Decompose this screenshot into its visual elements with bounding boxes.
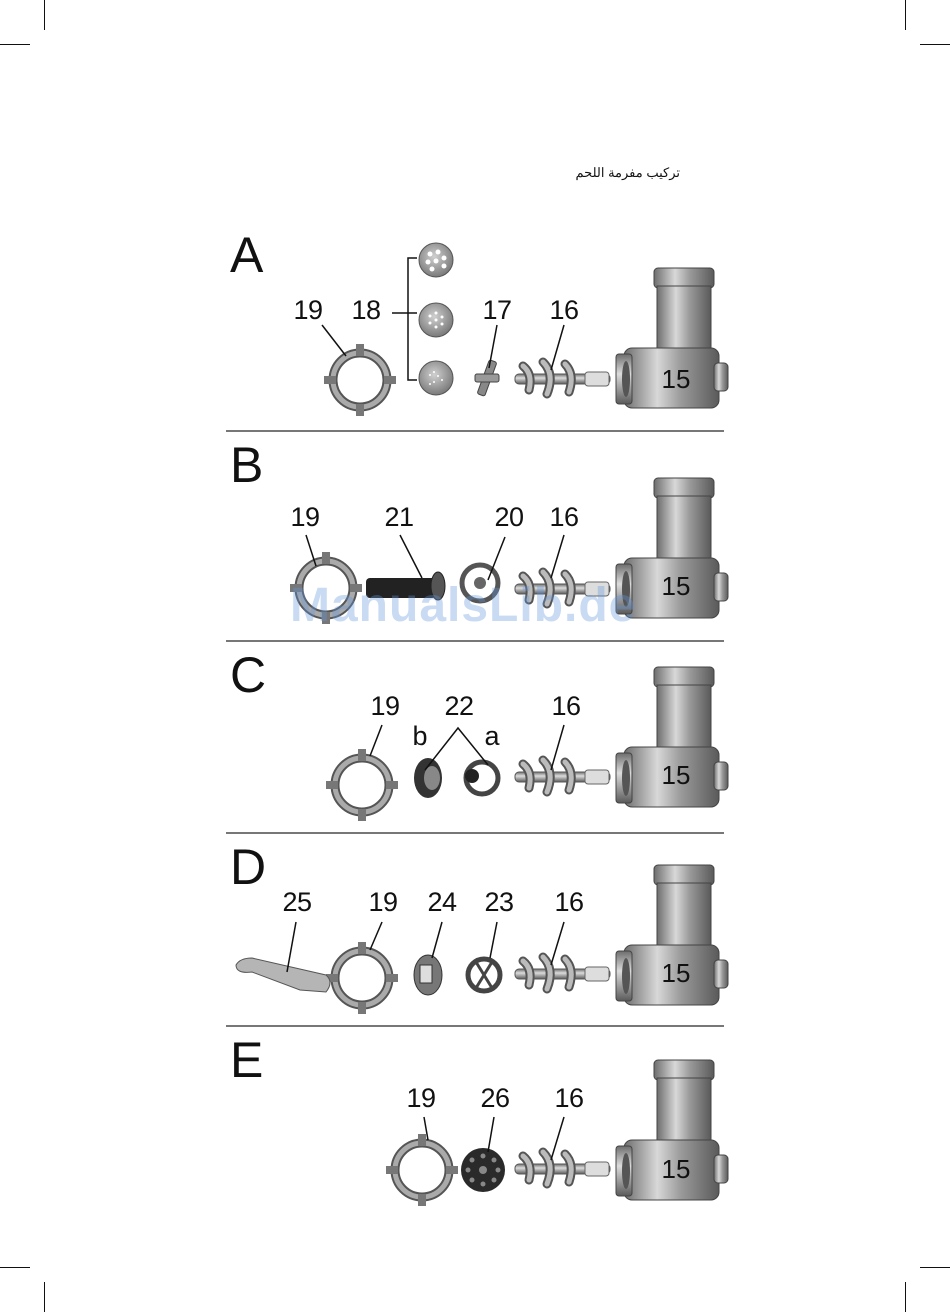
section-e-illustration [386, 1060, 728, 1206]
part-label: 25 [282, 889, 311, 916]
part-label: 18 [351, 297, 380, 324]
section-letter: B [230, 440, 263, 490]
part-label: 19 [290, 504, 319, 531]
part-label: b [412, 723, 427, 750]
part-label: 15 [662, 366, 691, 392]
part-label: 19 [293, 297, 322, 324]
part-label: 19 [370, 693, 399, 720]
watermark: ManualsLib.de [290, 578, 636, 633]
part-label: 16 [551, 693, 580, 720]
section-letter: A [230, 230, 263, 280]
section-letter: E [230, 1035, 263, 1085]
part-label: 15 [662, 960, 691, 986]
part-label: 24 [427, 889, 456, 916]
part-label: 20 [494, 504, 523, 531]
part-label: 26 [480, 1085, 509, 1112]
part-label: 19 [406, 1085, 435, 1112]
part-label: 15 [662, 573, 691, 599]
part-label: 16 [549, 504, 578, 531]
section-letter: C [230, 650, 266, 700]
part-label: 16 [554, 1085, 583, 1112]
part-label: a [484, 723, 499, 750]
part-label: 19 [368, 889, 397, 916]
part-label: 15 [662, 1156, 691, 1182]
part-label: 15 [662, 762, 691, 788]
part-label: 21 [384, 504, 413, 531]
part-label: 16 [549, 297, 578, 324]
part-label: 22 [444, 693, 473, 720]
part-label: 16 [554, 889, 583, 916]
part-label: 17 [482, 297, 511, 324]
part-label: 23 [484, 889, 513, 916]
section-letter: D [230, 842, 266, 892]
